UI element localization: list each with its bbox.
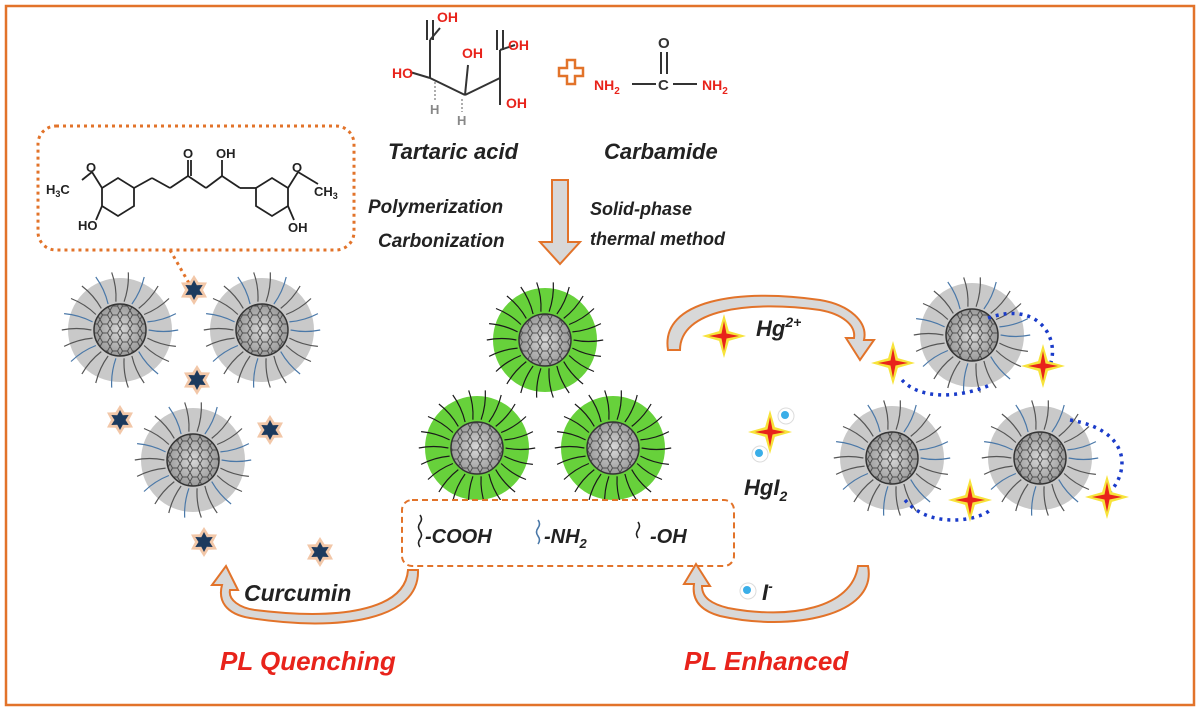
legend-cooh: -COOH [425, 526, 492, 548]
curcumin-star-icon [107, 405, 133, 435]
carbon-dot-hg-3 [981, 400, 1099, 516]
polymerization-label: Polymerization [368, 197, 503, 218]
urea-oxygen: O [658, 35, 670, 52]
hg-ion-icon [748, 410, 792, 454]
carbon-dot-fluorescent-2 [418, 390, 536, 506]
carbon-dot-hg-1 [913, 277, 1031, 393]
hg-ion-icon [1085, 475, 1129, 519]
curcumin-star-icon [307, 537, 333, 567]
curcumin-star-icon [184, 365, 210, 395]
hg-ion-icon [1021, 344, 1065, 388]
tartaric-acid-structure: OH OH HO OH OH H H [392, 9, 529, 128]
curcumin-structure [81, 160, 319, 221]
ta-ho-left: HO [392, 65, 413, 81]
curcumin-star-icon [191, 527, 217, 557]
curcumin-o-left: O [86, 160, 96, 175]
legend-oh: -OH [650, 526, 687, 548]
iodide-ion-icon [739, 582, 757, 600]
carbon-dot-quenched-3 [134, 402, 252, 518]
curcumin-star-icon [257, 415, 283, 445]
hg-ion-icon [948, 478, 992, 522]
carbamide-structure: O C NH2 NH2 [594, 35, 728, 97]
thermal-method-label: thermal method [590, 229, 726, 249]
curcumin-ho-left: HO [78, 218, 98, 233]
ta-oh-acid: OH [508, 37, 529, 53]
carbon-dot-quenched-2 [203, 272, 321, 388]
carbamide-label: Carbamide [604, 139, 718, 164]
dotted-links [900, 311, 1124, 522]
hg-arrow [666, 294, 876, 362]
curcumin-label: Curcumin [244, 580, 351, 606]
legend-nh2: -NH2 [544, 526, 588, 551]
quenching-arrow [210, 564, 420, 625]
hg-label: Hg2+ [756, 314, 801, 341]
carbonization-label: Carbonization [378, 231, 505, 252]
iodide-label: I- [762, 578, 773, 605]
outer-border [4, 4, 1196, 707]
carbon-dot-fluorescent-3 [554, 390, 672, 506]
iodide-ion-icon [777, 407, 795, 425]
iodide-ion-icon [751, 445, 769, 463]
curcumin-ketone-o: O [183, 146, 193, 161]
urea-amine-right: NH2 [702, 77, 728, 97]
pl-enhanced-label: PL Enhanced [684, 646, 849, 676]
ta-h-left: H [430, 102, 439, 117]
curcumin-enol-oh: OH [216, 146, 236, 161]
curcumin-o-right: O [292, 160, 302, 175]
urea-amine-left: NH2 [594, 77, 620, 97]
markers-layer [107, 275, 1129, 600]
carbon-dots-layer [61, 272, 1099, 518]
carbon-dot-quenched-1 [61, 272, 179, 388]
curcumin-methyl-right: CH3 [314, 184, 338, 201]
curcumin-oh-right: OH [288, 220, 308, 235]
carbon-dot-hg-2 [833, 400, 951, 516]
pl-quenching-label: PL Quenching [220, 646, 396, 676]
tartaric-acid-label: Tartaric acid [388, 139, 519, 164]
ta-oh-right: OH [506, 95, 527, 111]
plus-icon [557, 58, 585, 86]
enhanced-arrow [682, 562, 870, 623]
curcumin-structure-box [36, 124, 356, 293]
curcumin-methyl-left: H3C [46, 182, 70, 199]
urea-carbon: C [658, 77, 669, 94]
ta-oh-top-left: OH [437, 9, 458, 25]
hg-ion-icon [702, 314, 746, 358]
synthesis-arrow [537, 179, 583, 266]
ta-oh-top-right: OH [462, 45, 483, 61]
functional-group-legend: -COOH -NH2 -OH [401, 499, 735, 567]
solid-phase-label: Solid-phase [590, 199, 692, 219]
hgi2-label: HgI2 [744, 475, 787, 504]
ta-h-right: H [457, 113, 466, 128]
curcumin-star-icon [181, 275, 207, 305]
hg-ion-icon [871, 341, 915, 385]
carbon-dot-fluorescent-1 [486, 282, 604, 398]
